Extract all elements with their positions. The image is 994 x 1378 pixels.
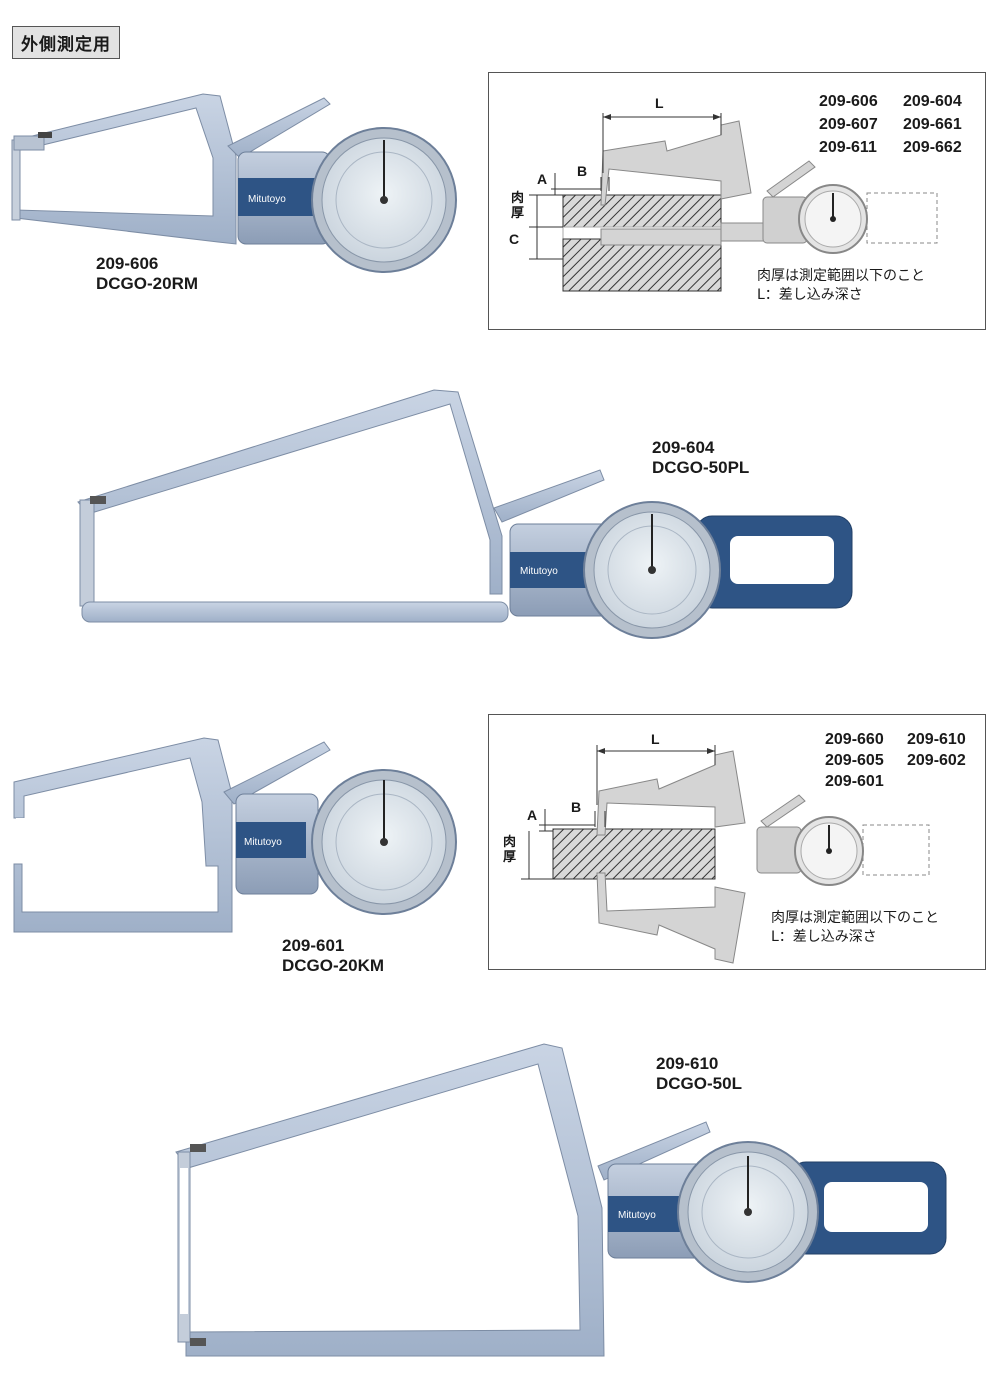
dim-label-b: B (577, 163, 588, 179)
brand-logo: Mitutoyo (248, 194, 286, 205)
diagram-box-2: L A B 肉厚 209-660 209-610 209-605 209-602… (488, 714, 986, 970)
model-list-2: 209-660 209-610 209-605 209-602 209-601 (489, 715, 985, 795)
caliper-image-209-606: Mitutoyo (11, 93, 457, 273)
product-caption-209-606: 209-606 DCGO-20RM (96, 254, 198, 294)
product-model: DCGO-20KM (282, 956, 385, 975)
dim-label-l: L (655, 95, 664, 111)
model-code: 209-602 (907, 752, 966, 769)
product-code: 209-604 (652, 438, 715, 457)
brand-logo: Mitutoyo (520, 566, 558, 577)
diagram-box-1: L A B C 肉厚 209-606 209-604 209-607 209-6… (488, 72, 986, 330)
model-code: 209-661 (903, 116, 962, 133)
section-title: 外側測定用 (12, 26, 120, 59)
model-code: 209-607 (819, 116, 878, 133)
dim-label-a: A (527, 807, 538, 823)
dim-label-b: B (571, 799, 582, 815)
note-line: 肉厚は測定範囲以下のこと (757, 268, 925, 284)
product-code: 209-601 (282, 936, 345, 955)
caliper-image-209-610: Mitutoyo (175, 1043, 947, 1357)
model-list-1: 209-606 209-604 209-607 209-661 209-611 … (489, 73, 985, 163)
brand-logo: Mitutoyo (244, 837, 282, 848)
product-caption-209-601: 209-601 DCGO-20KM (282, 936, 384, 976)
model-code: 209-606 (819, 93, 878, 110)
product-caption-209-610: 209-610 DCGO-50L (656, 1054, 742, 1094)
caliper-image-209-604: Mitutoyo (77, 389, 853, 639)
note-line: 肉厚は測定範囲以下のこと (771, 910, 939, 926)
note-line: L：差し込み深さ (771, 929, 877, 945)
dim-label-a: A (537, 171, 548, 187)
product-caption-209-604: 209-604 DCGO-50PL (652, 438, 749, 478)
brand-logo: Mitutoyo (618, 1210, 656, 1221)
product-code: 209-610 (656, 1054, 719, 1073)
product-model: DCGO-50L (656, 1074, 742, 1093)
dim-label-thickness: 肉厚 (511, 191, 525, 221)
note-line: L：差し込み深さ (757, 287, 863, 303)
model-code: 209-660 (825, 731, 884, 748)
model-code: 209-605 (825, 752, 884, 769)
model-code: 209-601 (825, 773, 884, 790)
dim-label-c: C (509, 231, 520, 247)
model-code: 209-610 (907, 731, 966, 748)
model-code: 209-604 (903, 93, 962, 110)
product-code: 209-606 (96, 254, 159, 273)
model-code: 209-662 (903, 139, 962, 156)
dim-label-l: L (651, 731, 660, 747)
product-model: DCGO-50PL (652, 458, 750, 477)
caliper-image-209-601: Mitutoyo (13, 737, 457, 933)
diagram-notes-1: 肉厚は測定範囲以下のこと L：差し込み深さ (757, 267, 925, 305)
product-model: DCGO-20RM (96, 274, 199, 293)
diagram-notes-2: 肉厚は測定範囲以下のこと L：差し込み深さ (771, 909, 939, 947)
dim-label-thickness: 肉厚 (503, 835, 517, 865)
model-code: 209-611 (819, 139, 877, 156)
